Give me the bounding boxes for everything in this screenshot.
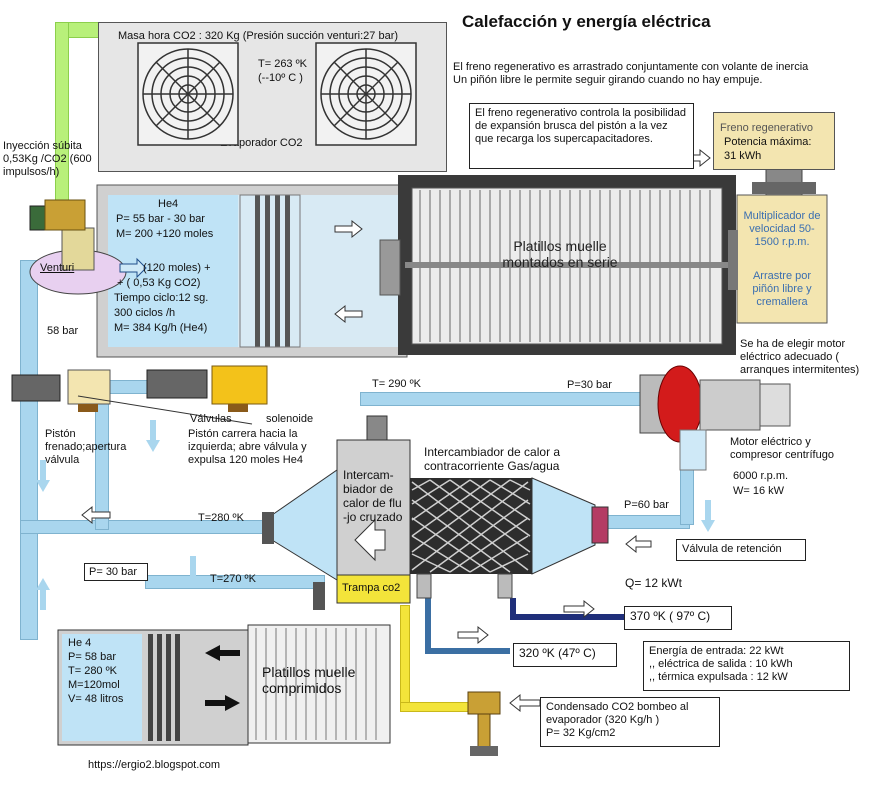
fan-right-icon — [315, 42, 417, 146]
evaporator-header: Masa hora CO2 : 320 Kg (Presión succión … — [118, 30, 399, 42]
valve-solenoid — [211, 365, 268, 405]
evaporator-label: Evaporador CO2 — [220, 137, 303, 149]
water-pipe-blue — [425, 597, 431, 652]
he4-mass: M= 384 Kg/h (He4) — [114, 322, 208, 334]
co2-trap-label: Trampa co2 — [342, 582, 401, 594]
cross-hx-label: Intercam-biador de calor de flu -jo cruz… — [343, 468, 403, 524]
storage-volume: V= 48 litros — [68, 693, 124, 705]
page-title: Calefacción y energía eléctrica — [462, 12, 711, 31]
multiplier-box — [736, 194, 828, 324]
pipe-label-p30: P=30 bar — [567, 379, 612, 391]
he4-cycles: 300 ciclos /h — [114, 307, 176, 319]
springs-series-label: Platillos muelle montados en serie — [502, 238, 618, 270]
note-regen-control: El freno regenerativo controla la posibi… — [469, 103, 694, 169]
heat-q-label: Q= 12 kWt — [625, 576, 683, 590]
storage-temp: T= 280 ºK — [68, 665, 117, 677]
evaporator-temp-c: (--10º C ) — [258, 72, 303, 84]
label-58bar: 58 bar — [47, 325, 79, 337]
evaporator-temp-k: T= 263 ºK — [258, 58, 307, 70]
solenoid-label: solenoide — [266, 413, 314, 425]
pipe-label-t290: T= 290 ºK — [372, 378, 421, 390]
springs-compressed-label: Platillos muelle comprimidos — [262, 664, 356, 696]
energy-thermal: ,, térmica expulsada : 12 kW — [649, 671, 788, 683]
pipe-label-p60: P=60 bar — [624, 499, 669, 511]
valves-label: Válvulas — [190, 413, 232, 425]
regen-power-value: 31 kWh — [724, 150, 762, 162]
pipe-left-vertical — [20, 260, 38, 640]
cone-left — [271, 469, 338, 581]
co2-trap — [336, 574, 411, 604]
piston-stroke-note: Pistón carrera hacia la izquierda; abre … — [188, 428, 307, 466]
he4-pressure: P= 55 bar - 30 bar — [116, 213, 205, 225]
pipe-label-t280: T=280 ºK — [198, 512, 244, 524]
water-out-label: 370 ºK ( 97º C) — [624, 606, 732, 630]
regen-brake-label: Freno regenerativo — [720, 122, 813, 134]
piston-braked-label: Pistón frenado;apertura válvula — [45, 428, 127, 466]
compressor-rpm: 6000 r.p.m. — [733, 470, 789, 482]
multiplier-label-2: Arrastre por piñón libre y cremallera — [752, 270, 812, 308]
source-url: https://ergio2.blogspot.com — [88, 759, 221, 771]
he4-mix-2: + ( 0,53 Kg CO2) — [117, 277, 201, 289]
condensate-note: Condensado CO2 bombeo al evaporador (320… — [540, 697, 720, 747]
pipe-label-p30b: P= 30 bar — [84, 563, 148, 581]
water-pipe-dark-h — [510, 614, 625, 620]
storage-pressure: P= 58 bar — [68, 651, 117, 663]
check-valve-icon — [591, 506, 609, 544]
storage-title: He 4 — [68, 637, 92, 649]
energy-electric: ,, eléctrica de salida : 10 kWh — [649, 658, 793, 670]
he4-moles: M= 200 +120 moles — [116, 228, 214, 240]
regen-brake-box — [713, 112, 835, 170]
storage-moles: M=120mol — [68, 679, 120, 691]
motor-choice-note: Se ha de elegir motor eléctrico adecuado… — [740, 338, 860, 376]
compressor-power: W= 16 kW — [733, 485, 785, 497]
injection-label: Inyección súbita 0,53Kg /CO2 (600 impuls… — [3, 140, 92, 178]
he4-mix-1: (120 moles) + — [143, 262, 211, 274]
energy-input: Energía de entrada: 22 kWt — [649, 645, 784, 657]
he4-cycle: Tiempo ciclo:12 sg. — [114, 292, 209, 304]
he4-title: He4 — [158, 198, 179, 210]
condensate-pump — [467, 691, 501, 715]
compressor-label: Motor eléctrico y compresor centrífugo — [730, 436, 834, 461]
energy-summary: Energía de entrada: 22 kWt ,, eléctrica … — [643, 641, 850, 691]
fan-left-icon — [137, 42, 239, 146]
note-flywheel: El freno regenerativo es arrastrado conj… — [448, 58, 853, 94]
multiplier-label-1: Multiplicador de velocidad 50-1500 r.p.m… — [743, 210, 821, 248]
pipe-label-t270: T=270 ºK — [210, 573, 256, 585]
arrow-right-icon — [334, 219, 363, 239]
regen-power-label: Potencia máxima: — [724, 136, 812, 148]
venturi-label: Venturi — [40, 262, 75, 274]
cone-right — [531, 477, 596, 575]
water-pipe-dark — [510, 598, 516, 620]
counter-hx-label: Intercambiador de calor a contracorrient… — [424, 445, 561, 473]
valve-left — [67, 369, 111, 405]
check-valve-label: Válvula de retención — [676, 539, 806, 561]
arrow-left-icon — [334, 304, 363, 324]
piston-discs — [255, 195, 290, 347]
water-in-label: 320 ºK (47º C) — [513, 643, 617, 667]
water-pipe-blue-h — [425, 648, 510, 654]
